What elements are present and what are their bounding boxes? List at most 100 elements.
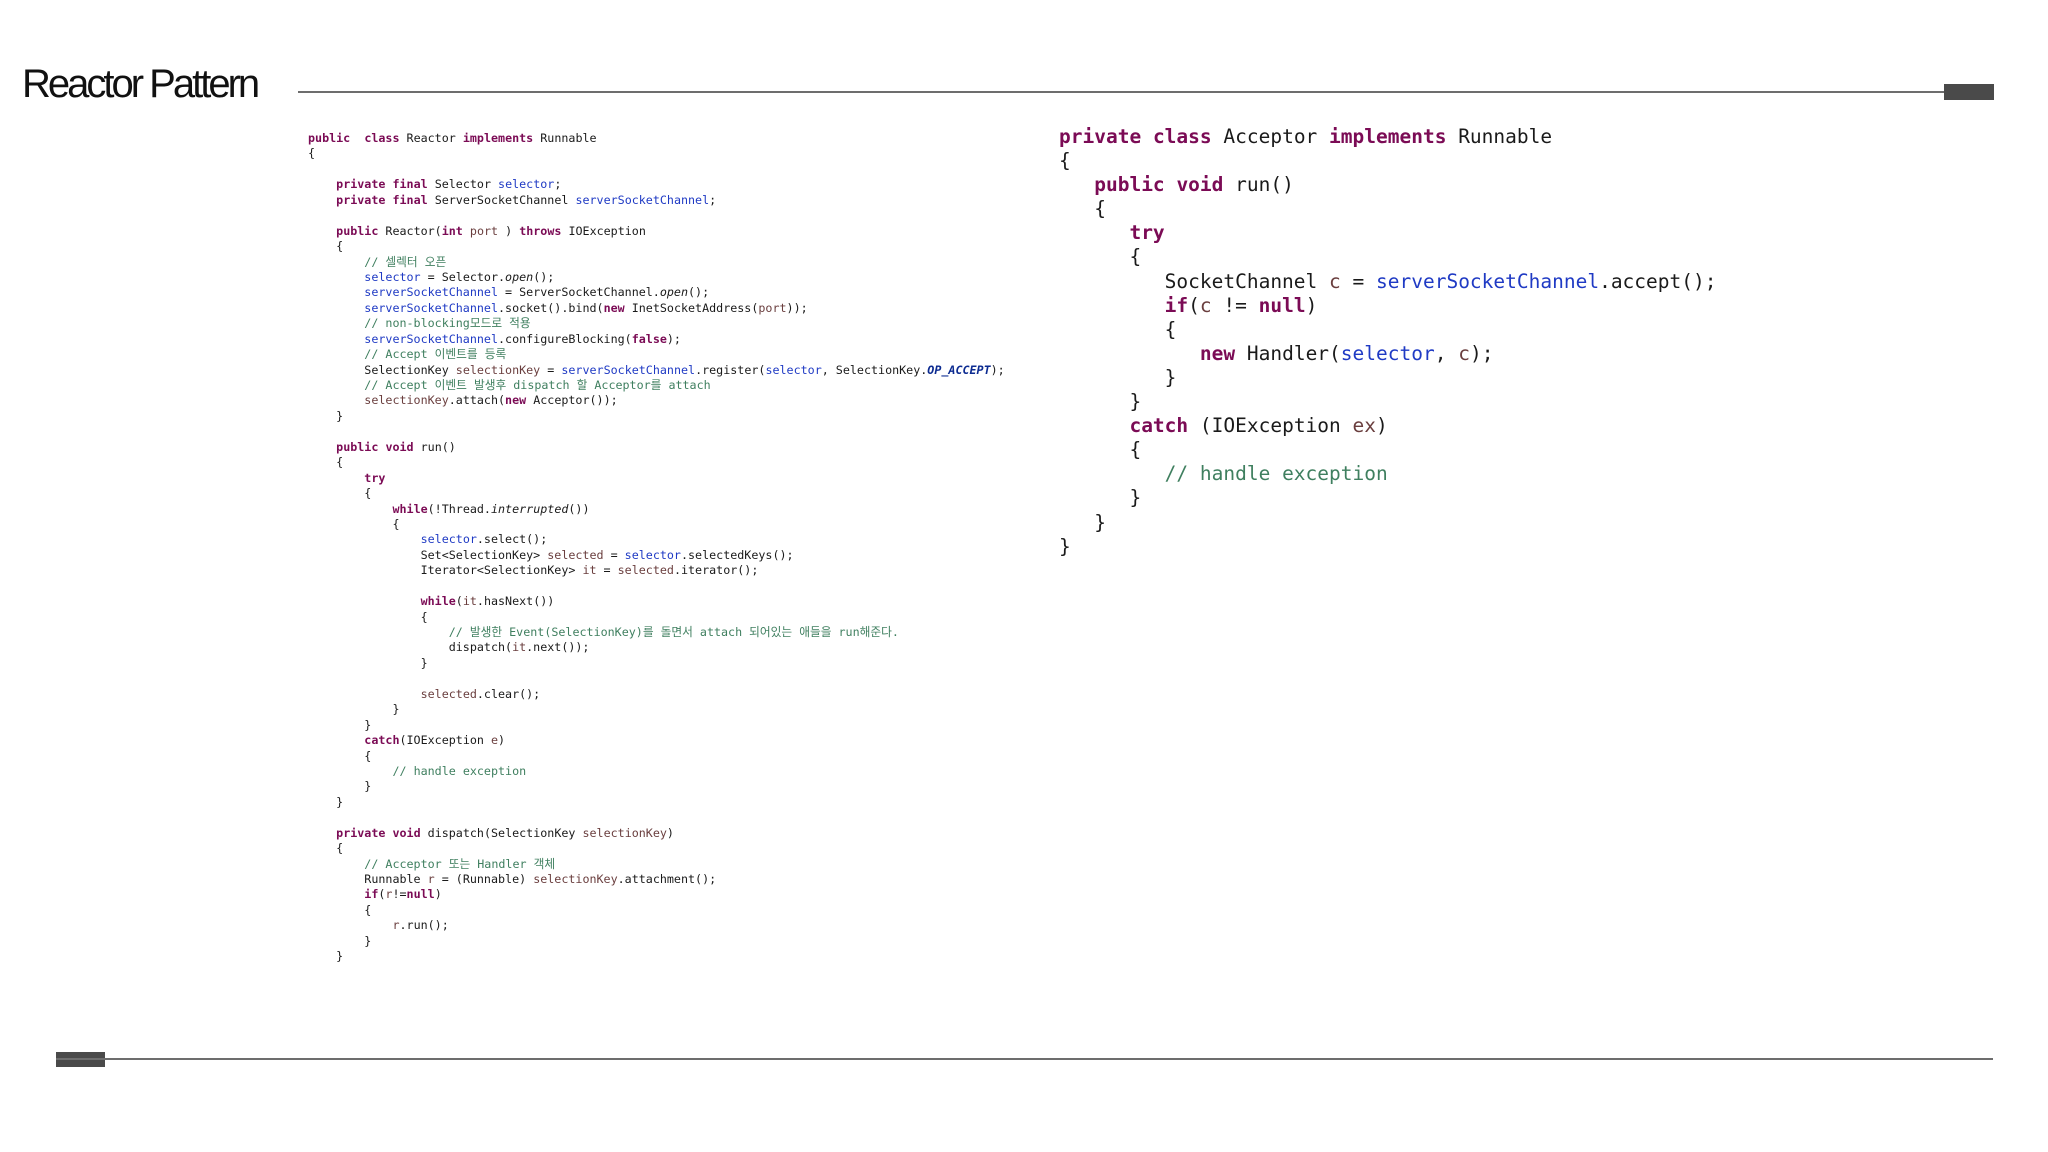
code-token: selected (547, 547, 604, 562)
code-token: .hasNext()) (476, 594, 555, 609)
code-line: SocketChannel c = serverSocketChannel.ac… (1059, 270, 1717, 294)
footer-divider-line (56, 1058, 1993, 1060)
code-token: ) (1305, 293, 1318, 317)
code-token: } (308, 408, 344, 423)
code-token: // non-blocking모드로 적용 (364, 316, 531, 331)
code-token: open (505, 269, 534, 284)
title-divider-line (298, 91, 1946, 93)
code-line: // handle exception (308, 764, 1005, 779)
code-token: { (308, 146, 316, 161)
code-line (308, 671, 1005, 686)
code-line (308, 810, 1005, 825)
code-line: { (308, 486, 1005, 501)
code-token (308, 857, 364, 871)
code-token (308, 625, 449, 639)
code-line: { (1059, 149, 1716, 173)
code-token (308, 687, 421, 701)
code-token: { (308, 455, 344, 470)
code-token: false (631, 331, 667, 346)
code-token: (); (688, 285, 710, 300)
code-token (463, 224, 470, 238)
code-token: { (1059, 149, 1071, 173)
code-line: private void dispatch(SelectionKey selec… (308, 826, 1005, 841)
code-token: selectionKey (582, 825, 667, 840)
code-token: ex (1352, 414, 1377, 438)
code-token: } (308, 717, 372, 732)
code-token: } (1059, 390, 1142, 414)
code-token: } (308, 794, 344, 809)
code-token (308, 502, 392, 516)
code-line: Runnable r = (Runnable) selectionKey.att… (308, 872, 1005, 887)
code-line: selector = Selector.open(); (308, 270, 1005, 285)
code-token: serverSocketChannel (364, 300, 498, 315)
code-token: Runnable (1446, 125, 1553, 148)
code-line: private final ServerSocketChannel server… (308, 193, 1005, 208)
code-token: ); (1469, 341, 1494, 365)
code-token (1165, 173, 1177, 196)
code-token (308, 393, 364, 407)
code-line: { (308, 239, 1005, 254)
code-token: .iterator(); (673, 563, 759, 578)
code-token: throws (519, 223, 562, 238)
code-token: selector (765, 362, 822, 377)
code-line: private class Acceptor implements Runnab… (1059, 125, 1716, 149)
code-token: { (308, 486, 372, 501)
code-token: .register( (695, 362, 766, 377)
code-token: ServerSocketChannel (427, 192, 576, 207)
code-token: port (758, 300, 787, 315)
code-line: try (1059, 221, 1716, 245)
code-token (308, 316, 364, 330)
code-token: (!Thread. (427, 501, 491, 516)
code-token: ()) (568, 501, 590, 516)
code-token: InetSocketAddress( (624, 300, 759, 315)
acceptor-code-listing: private class Acceptor implements Runnab… (1059, 125, 1716, 559)
code-token (308, 471, 364, 485)
code-token: new (1199, 341, 1236, 365)
code-token: Acceptor()); (526, 393, 618, 408)
code-token: { (308, 609, 428, 624)
code-token: } (1059, 534, 1071, 558)
code-token (308, 255, 364, 269)
code-token: Reactor (399, 131, 463, 145)
code-token (308, 887, 364, 901)
code-token: r (427, 872, 435, 886)
code-token (1059, 221, 1129, 244)
code-line: } (308, 949, 1005, 964)
code-line: // non-blocking모드로 적용 (308, 316, 1005, 331)
code-token: .select(); (476, 532, 548, 547)
code-token: class (364, 131, 400, 145)
code-token: ; (709, 192, 717, 207)
code-token: serverSocketChannel (364, 285, 498, 300)
code-token: } (308, 702, 400, 717)
code-token: void (385, 439, 414, 454)
code-token: .attachment(); (617, 872, 717, 886)
code-token: ; (554, 177, 562, 192)
code-line (308, 424, 1005, 439)
code-token: ( (378, 887, 386, 902)
code-token: void (392, 825, 421, 840)
code-line: } (308, 779, 1005, 794)
code-token: // Accept 이벤트 발생후 dispatch 할 Acceptor를 a… (364, 378, 711, 392)
code-line: { (308, 749, 1005, 764)
code-token (308, 301, 364, 315)
code-line: public void run() (1059, 173, 1716, 197)
code-line: if(c != null) (1059, 294, 1716, 318)
code-token: .clear(); (476, 686, 541, 701)
code-token: Runnable (308, 872, 428, 886)
code-token: c (1458, 341, 1470, 365)
code-token: .run(); (399, 918, 449, 933)
code-token: ) (498, 223, 520, 238)
code-token: it (512, 640, 527, 655)
code-line: { (308, 517, 1005, 532)
slide-title: Reactor Pattern (22, 62, 260, 106)
code-token: selected (420, 686, 477, 701)
code-token: while (392, 501, 428, 516)
code-token (308, 224, 336, 238)
code-line: r.run(); (308, 918, 1005, 933)
code-token: = ServerSocketChannel. (498, 285, 660, 300)
code-token: ); (666, 331, 681, 346)
code-token: private (336, 825, 386, 840)
code-token: selector (1340, 341, 1435, 365)
code-token (308, 270, 364, 284)
code-token: Handler( (1235, 341, 1341, 365)
